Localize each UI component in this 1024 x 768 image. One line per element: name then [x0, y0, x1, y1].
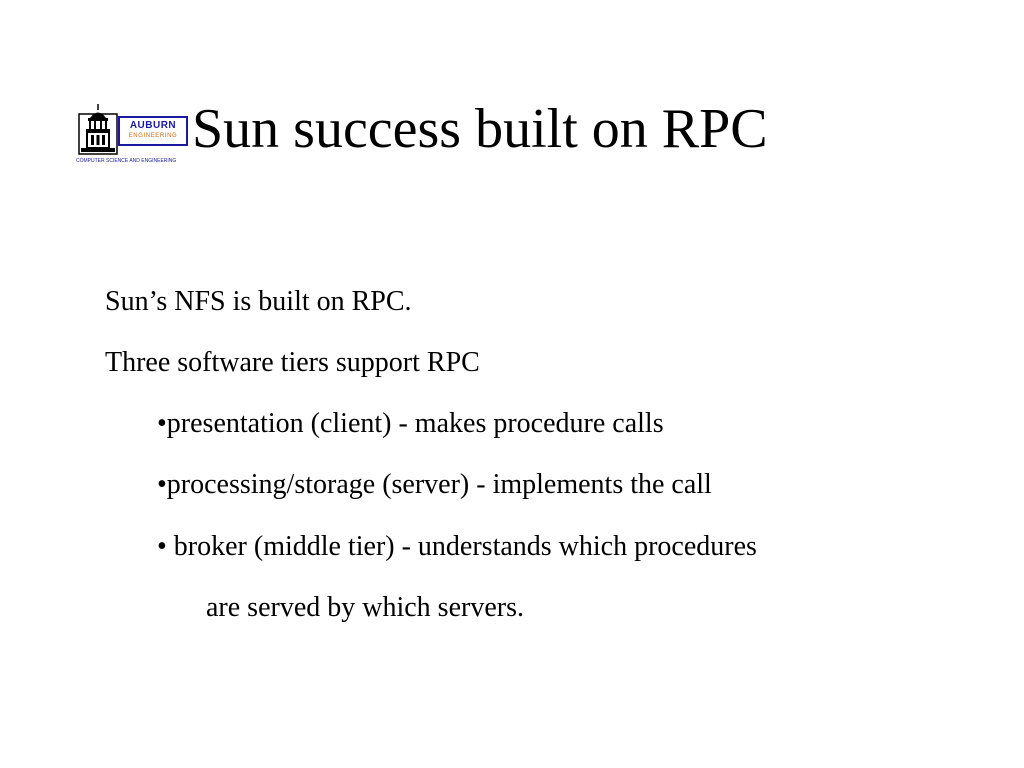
logo-subtitle: ENGINEERING — [128, 133, 178, 139]
bullet-processing-storage: •processing/storage (server) - implement… — [157, 469, 712, 500]
logo-name: AUBURN — [129, 120, 177, 131]
body-line-nfs: Sun’s NFS is built on RPC. — [105, 286, 412, 317]
logo-wordmark-box: AUBURN ENGINEERING — [118, 116, 188, 146]
bullet-presentation: •presentation (client) - makes procedure… — [157, 408, 664, 439]
auburn-engineering-logo: AUBURN ENGINEERING COMPUTER SCIENCE AND … — [76, 104, 196, 166]
logo-department: COMPUTER SCIENCE AND ENGINEERING — [76, 158, 177, 164]
body-line-tiers: Three software tiers support RPC — [105, 347, 480, 378]
samford-hall-tower-icon — [78, 104, 118, 155]
bullet-broker: • broker (middle tier) - understands whi… — [157, 531, 757, 562]
slide-title: Sun success built on RPC — [192, 98, 768, 160]
bullet-broker-continuation: are served by which servers. — [206, 592, 524, 623]
